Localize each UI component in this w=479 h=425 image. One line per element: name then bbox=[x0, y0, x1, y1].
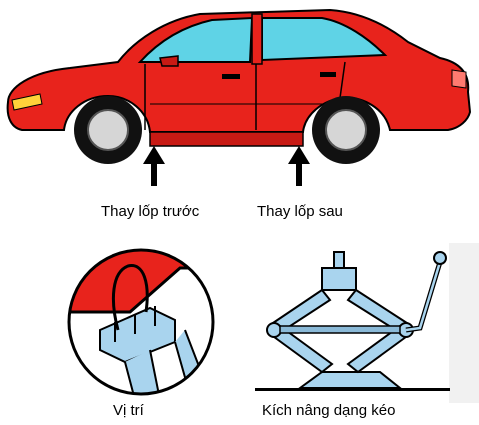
rocker-panel bbox=[149, 131, 304, 147]
front-window bbox=[137, 16, 254, 63]
side-shade bbox=[449, 243, 479, 403]
position-detail bbox=[67, 248, 215, 396]
scissor-jack bbox=[255, 251, 450, 391]
mirror bbox=[159, 55, 179, 67]
front-rim bbox=[87, 109, 129, 151]
position-label: Vị trí bbox=[113, 402, 144, 419]
front-tire-label: Thay lốp trước bbox=[101, 203, 200, 220]
rear-tire-label: Thay lốp sau bbox=[257, 203, 343, 220]
taillight bbox=[451, 69, 467, 89]
car bbox=[6, 8, 472, 164]
rear-arrow bbox=[288, 146, 310, 186]
scissor-jack-label: Kích nâng dạng kéo bbox=[262, 402, 396, 419]
rear-window bbox=[261, 17, 388, 62]
rear-rim bbox=[325, 109, 367, 151]
headlight bbox=[11, 93, 43, 111]
b-pillar bbox=[251, 13, 263, 65]
door-handle-rear bbox=[320, 72, 336, 77]
front-arrow bbox=[143, 146, 165, 186]
door-handle-front bbox=[222, 74, 240, 79]
rear-door-line bbox=[339, 61, 346, 99]
